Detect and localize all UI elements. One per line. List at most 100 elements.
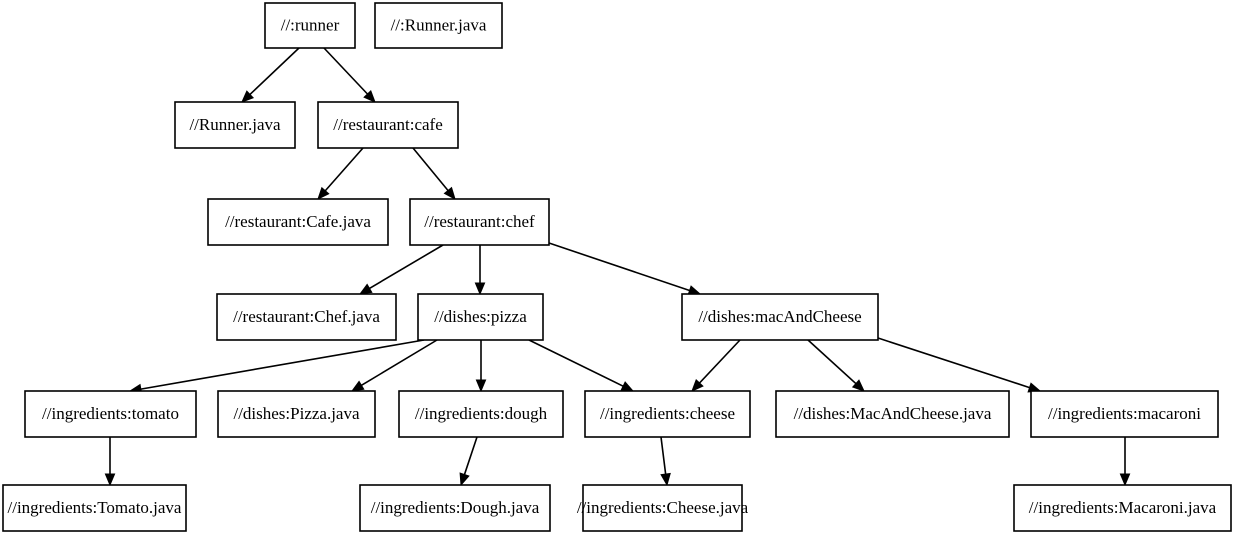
arrowhead-icon <box>474 282 486 296</box>
edge-restaurant_chef-to-restaurant_Chef_java <box>358 244 444 295</box>
node-label: //ingredients:dough <box>415 404 548 423</box>
edge-dishes_pizza-to-ingredients_cheese <box>528 339 635 392</box>
graph-node-ingredients_Dough_java[interactable]: //ingredients:Dough.java <box>359 484 551 532</box>
edge-restaurant_cafe-to-restaurant_Cafe_java <box>317 147 364 200</box>
edge-ingredients_dough-to-ingredients_Dough_java <box>459 436 478 487</box>
edge-line <box>877 337 1030 389</box>
edge-restaurant_chef-to-dishes_macAndCheese <box>548 242 702 296</box>
node-label: //ingredients:macaroni <box>1048 404 1201 423</box>
graph-node-Runner_java[interactable]: //Runner.java <box>174 101 296 149</box>
node-label: //ingredients:tomato <box>42 404 179 423</box>
node-box[interactable] <box>775 390 1010 438</box>
edge-line <box>369 244 444 290</box>
node-label: //Runner.java <box>189 115 281 134</box>
arrowhead-icon <box>363 89 376 103</box>
node-box[interactable] <box>359 484 551 532</box>
arrowhead-icon <box>660 472 671 487</box>
edge-line <box>807 339 857 385</box>
graph-node-ingredients_cheese[interactable]: //ingredients:cheese <box>584 390 751 438</box>
graph-node-ingredients_Macaroni_java[interactable]: //ingredients:Macaroni.java <box>1013 484 1232 532</box>
node-box[interactable] <box>584 390 751 438</box>
graph-node-dishes_macAndCheese[interactable]: //dishes:macAndCheese <box>681 293 879 341</box>
edge-dishes_pizza-to-ingredients_tomato <box>128 339 425 395</box>
graph-node-root_Runner_java[interactable]: //:Runner.java <box>374 2 503 49</box>
node-label: //dishes:MacAndCheese.java <box>794 404 992 423</box>
edge-restaurant_cafe-to-restaurant_chef <box>412 147 456 201</box>
edge-line <box>660 436 667 475</box>
node-box[interactable] <box>582 484 743 532</box>
edge-line <box>361 339 438 387</box>
graph-node-ingredients_dough[interactable]: //ingredients:dough <box>398 390 564 438</box>
node-box[interactable] <box>1030 390 1219 438</box>
node-box[interactable] <box>681 293 879 341</box>
node-box[interactable] <box>216 293 397 341</box>
arrowhead-icon <box>620 381 635 392</box>
edge-line <box>324 147 364 192</box>
edge-dishes_pizza-to-ingredients_dough <box>475 340 487 393</box>
node-label: //:runner <box>281 15 340 34</box>
graph-node-ingredients_tomato[interactable]: //ingredients:tomato <box>24 390 197 438</box>
edge-line <box>698 339 741 384</box>
edge-runner-to-restaurant_cafe <box>323 47 376 103</box>
graph-node-restaurant_Chef_java[interactable]: //restaurant:Chef.java <box>216 293 397 341</box>
edge-line <box>140 339 425 390</box>
node-box[interactable] <box>217 390 376 438</box>
edge-ingredients_tomato-to-ingredients_Tomato_java <box>104 437 116 487</box>
edge-line <box>463 436 478 475</box>
node-box[interactable] <box>24 390 197 438</box>
arrowhead-icon <box>104 473 116 487</box>
node-label: //dishes:pizza <box>434 307 527 326</box>
node-box[interactable] <box>398 390 564 438</box>
graph-node-ingredients_macaroni[interactable]: //ingredients:macaroni <box>1030 390 1219 438</box>
edge-runner-to-Runner_java <box>241 47 300 103</box>
edge-line <box>528 339 624 387</box>
arrowhead-icon <box>851 379 865 392</box>
graph-node-dishes_pizza[interactable]: //dishes:pizza <box>417 293 544 341</box>
edge-dishes_pizza-to-dishes_Pizza_java <box>350 339 438 392</box>
arrowhead-icon <box>443 186 456 201</box>
node-box[interactable] <box>417 293 544 341</box>
edge-dishes_macAndCheese-to-ingredients_macaroni <box>877 337 1042 393</box>
edge-ingredients_macaroni-to-ingredients_Macaroni_java <box>1119 437 1131 487</box>
arrowhead-icon <box>475 379 487 393</box>
graph-node-dishes_Pizza_java[interactable]: //dishes:Pizza.java <box>217 390 376 438</box>
node-label: //dishes:Pizza.java <box>233 404 360 423</box>
node-box[interactable] <box>2 484 187 532</box>
arrowhead-icon <box>317 186 330 200</box>
node-label: //ingredients:Dough.java <box>371 498 540 517</box>
graph-node-dishes_MacAndCheese_java[interactable]: //dishes:MacAndCheese.java <box>775 390 1010 438</box>
node-box[interactable] <box>317 101 459 149</box>
node-box[interactable] <box>264 2 356 49</box>
node-label: //:Runner.java <box>391 15 487 34</box>
node-box[interactable] <box>207 198 389 246</box>
node-label: //ingredients:cheese <box>600 404 735 423</box>
graph-node-runner[interactable]: //:runner <box>264 2 356 49</box>
edge-line <box>548 242 690 292</box>
graph-node-restaurant_chef[interactable]: //restaurant:chef <box>409 198 550 246</box>
graph-node-ingredients_Cheese_java[interactable]: //ingredients:Cheese.java <box>577 484 749 532</box>
node-label: //restaurant:Cafe.java <box>225 212 371 231</box>
node-box[interactable] <box>374 2 503 49</box>
edge-layer <box>104 47 1131 487</box>
node-box[interactable] <box>1013 484 1232 532</box>
node-box[interactable] <box>409 198 550 246</box>
graph-node-ingredients_Tomato_java[interactable]: //ingredients:Tomato.java <box>2 484 187 532</box>
node-label: //restaurant:chef <box>424 212 535 231</box>
arrowhead-icon <box>1119 473 1131 487</box>
arrowhead-icon <box>358 283 373 295</box>
edge-line <box>323 47 369 95</box>
arrowhead-icon <box>691 378 704 392</box>
node-box[interactable] <box>174 101 296 149</box>
edge-restaurant_chef-to-dishes_pizza <box>474 245 486 296</box>
node-label: //restaurant:cafe <box>333 115 443 134</box>
arrowhead-icon <box>350 380 365 392</box>
graph-node-restaurant_cafe[interactable]: //restaurant:cafe <box>317 101 459 149</box>
graph-node-restaurant_Cafe_java[interactable]: //restaurant:Cafe.java <box>207 198 389 246</box>
node-label: //dishes:macAndCheese <box>698 307 861 326</box>
node-label: //restaurant:Chef.java <box>233 307 380 326</box>
edge-ingredients_cheese-to-ingredients_Cheese_java <box>660 436 671 487</box>
node-label: //ingredients:Tomato.java <box>8 498 182 517</box>
node-label: //ingredients:Cheese.java <box>577 498 749 517</box>
